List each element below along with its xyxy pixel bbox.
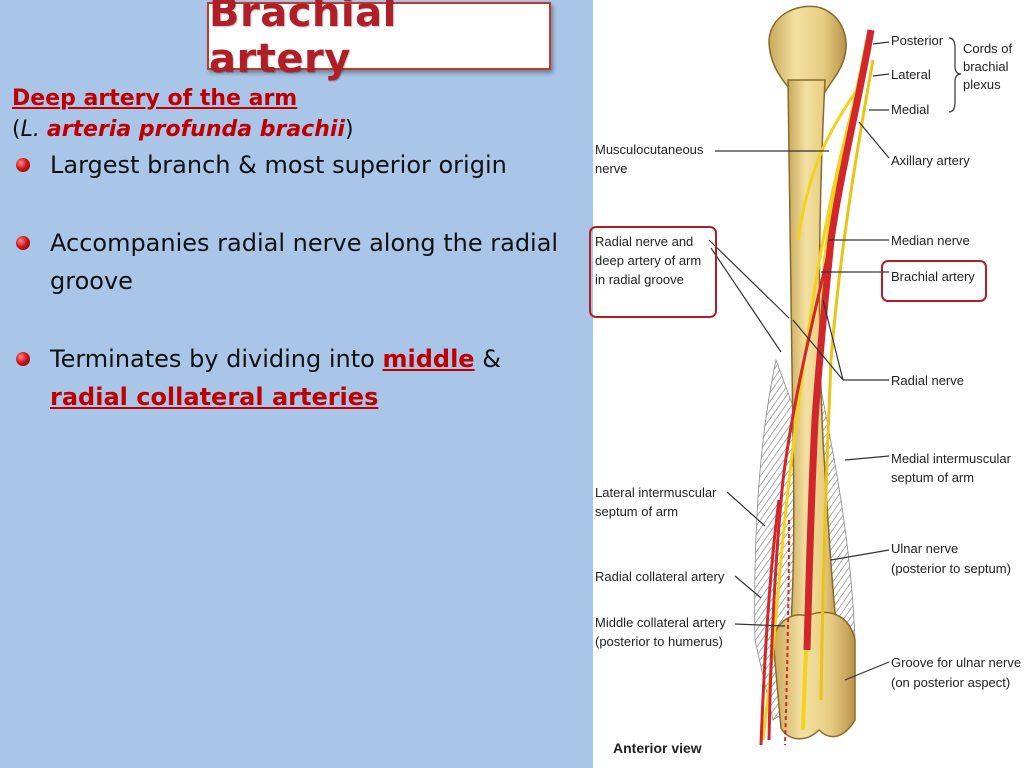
label-radial-deep-1: Radial nerve and (595, 234, 694, 249)
label-musculocutaneous-1: Musculocutaneous (595, 142, 704, 157)
text-content: Deep artery of the arm (L. arteria profu… (12, 84, 592, 416)
highlight-brachial-box (881, 260, 987, 302)
bullet-3: Terminates by dividing into middle & rad… (12, 340, 592, 416)
cords-brace (948, 37, 962, 113)
label-radial-deep-3: in radial groove (595, 272, 684, 287)
deep-artery-line (767, 249, 831, 741)
label-ulnar-nerve-2: (posterior to septum) (891, 561, 1011, 576)
label-cords-3: plexus (963, 77, 1001, 92)
label-ulnar-groove-1: Groove for ulnar nerve (891, 655, 1022, 670)
latin-close-paren: ) (344, 117, 354, 142)
label-lateral: Lateral (891, 67, 931, 82)
figure-caption: Anterior view (613, 740, 702, 756)
ulnar-nerve-line (819, 59, 875, 701)
highlight-radial-deep-box (589, 226, 717, 318)
label-radial-deep-2: deep artery of arm (595, 253, 702, 268)
label-posterior: Posterior (891, 33, 944, 48)
label-medial-septum-1: Medial intermuscular (891, 451, 1011, 466)
musculocutaneous-nerve-line (796, 89, 859, 241)
label-middle-collateral-2: (posterior to humerus) (595, 634, 723, 649)
bullet-1: Largest branch & most superior origin (12, 146, 592, 184)
humerus-illustration (708, 5, 962, 746)
title-box: Brachial artery (207, 0, 551, 82)
label-radial-collateral: Radial collateral artery (595, 569, 725, 584)
label-medial-septum-2: septum of arm (891, 470, 975, 485)
slide-title: Brachial artery (209, 0, 397, 82)
label-axillary-artery: Axillary artery (891, 153, 970, 168)
latin-open-paren: ( (12, 117, 21, 142)
label-ulnar-nerve-1: Ulnar nerve (891, 541, 959, 556)
radial-collateral-line (759, 499, 781, 746)
middle-collateral-line (784, 519, 790, 746)
bullet-1-text: Largest branch & most superior origin (50, 151, 507, 179)
label-middle-collateral-1: Middle collateral artery (595, 615, 726, 630)
leader-lines (708, 41, 890, 681)
latin-term: arteria profunda brachii (46, 117, 345, 142)
bullet-2-text: Accompanies radial nerve along the radia… (50, 229, 559, 295)
label-ulnar-groove-2: (on posterior aspect) (891, 675, 1011, 690)
bullet-3-post: radial collateral arteries (50, 383, 379, 411)
label-lateral-septum-1: Lateral intermuscular (595, 485, 717, 500)
label-lateral-septum-2: septum of arm (595, 504, 679, 519)
humerus-distal (772, 611, 856, 740)
bullet-3-pre: Terminates by dividing into (50, 345, 383, 373)
latin-name: (L. arteria profunda brachii) (12, 114, 592, 146)
bullet-3-middle: middle (382, 345, 475, 373)
anatomy-figure: Posterior Lateral Medial Cords of brachi… (589, 0, 1024, 768)
label-median-nerve: Median nerve (891, 233, 970, 248)
label-radial-nerve: Radial nerve (891, 373, 964, 388)
bullet-3-amp: & (474, 345, 501, 373)
label-medial: Medial (891, 102, 930, 117)
bullet-icon (16, 236, 30, 250)
label-cords-1: Cords of (963, 41, 1013, 56)
section-heading: Deep artery of the arm (12, 86, 298, 111)
latin-prefix: L. (20, 117, 40, 142)
label-cords-2: brachial (963, 59, 1009, 74)
label-musculocutaneous-2: nerve (595, 161, 628, 176)
bullet-icon (16, 352, 30, 366)
label-brachial-artery: Brachial artery (891, 269, 975, 284)
brachial-artery-line (803, 29, 875, 651)
bullet-icon (16, 158, 30, 172)
bullet-2: Accompanies radial nerve along the radia… (12, 224, 592, 300)
